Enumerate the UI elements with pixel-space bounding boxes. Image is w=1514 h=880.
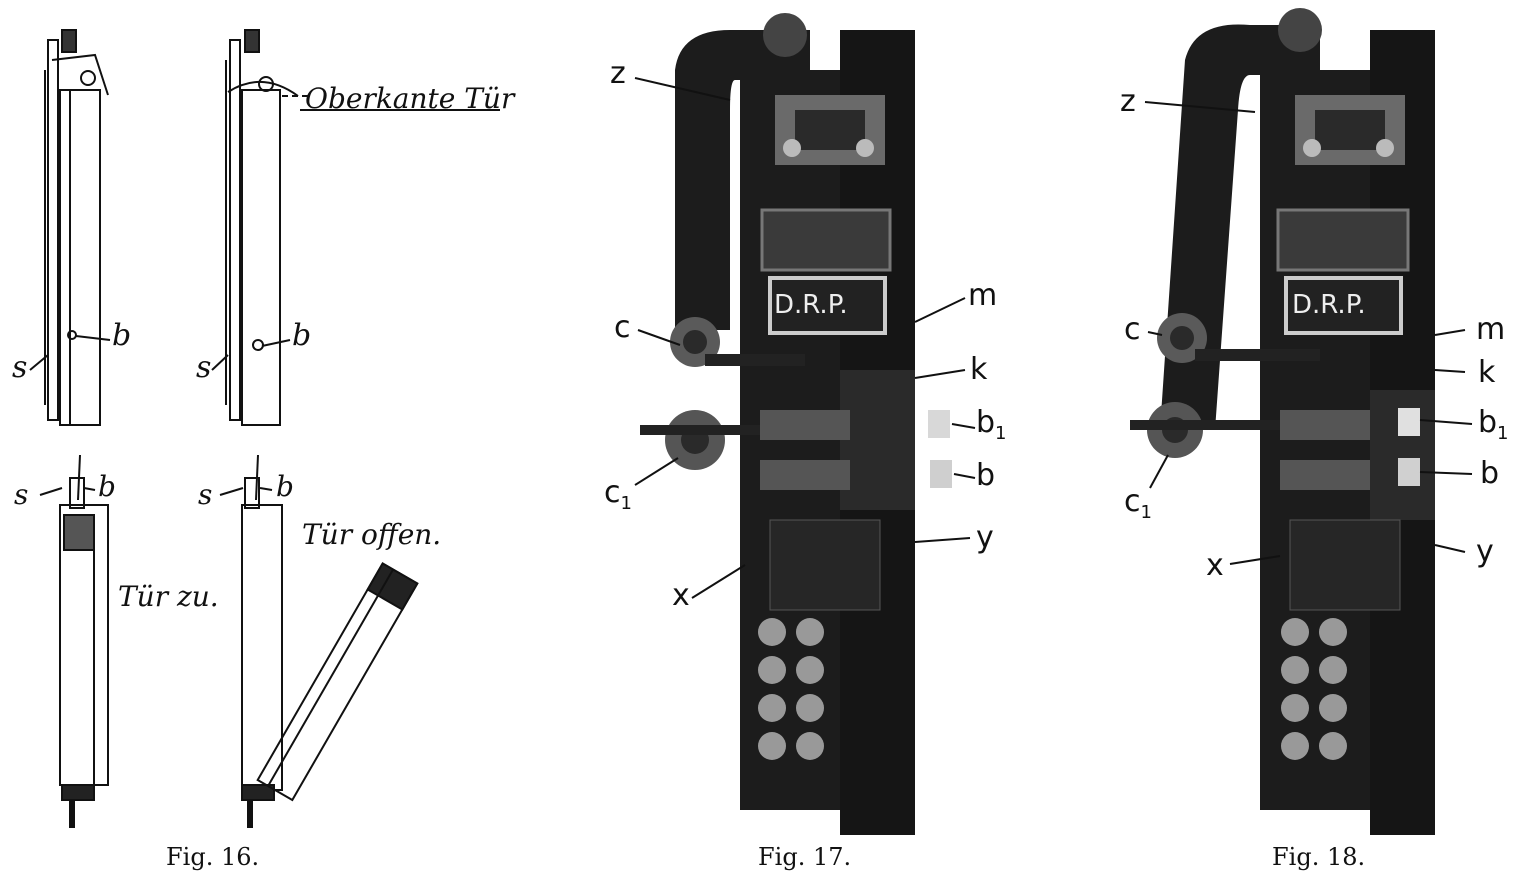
fig17-caption: Fig. 17. xyxy=(758,843,852,871)
fig17-label-b1: b1 xyxy=(976,405,1007,444)
fig18-label-x: x xyxy=(1206,548,1224,583)
label-b-bottom-right: b xyxy=(276,470,294,503)
fig18-label-m: m xyxy=(1476,312,1506,347)
fig18-label-z: z xyxy=(1120,84,1136,119)
label-tuer-zu: Tür zu. xyxy=(118,580,219,613)
fig17-label-k: k xyxy=(970,352,988,387)
fig17-nameplate: D.R.P. xyxy=(774,290,848,320)
fig18-label-b1: b1 xyxy=(1478,405,1509,444)
fig17-leader-lines xyxy=(634,77,976,599)
label-oberkante-tuer: Oberkante Tür xyxy=(305,82,515,115)
label-b-top-left: b xyxy=(112,318,132,353)
fig16-caption: Fig. 16. xyxy=(166,843,260,871)
fig17-arm xyxy=(675,13,810,330)
fig17-label-c: c xyxy=(614,310,631,345)
fig18-terminals xyxy=(1281,618,1347,760)
fig17-terminals xyxy=(758,618,824,760)
label-s-top-left: s xyxy=(12,350,28,385)
fig17-label-c1: c1 xyxy=(604,475,632,514)
fig16-door-closed-top-view xyxy=(59,454,109,828)
label-b-top-right: b xyxy=(292,318,312,353)
fig16-door-open-side-view xyxy=(225,29,500,426)
fig18-nameplate: D.R.P. xyxy=(1292,290,1366,320)
fig17-rollers xyxy=(640,317,805,470)
fig18-label-c1: c1 xyxy=(1124,484,1152,523)
fig17-label-y: y xyxy=(976,520,994,555)
label-s-bottom-left: s xyxy=(14,478,29,511)
label-s-top-right: s xyxy=(196,350,212,385)
fig18-rollers xyxy=(1130,313,1320,458)
fig18-label-y: y xyxy=(1476,534,1494,569)
fig17-device xyxy=(634,13,976,835)
fig16-door-open-top-view xyxy=(241,454,419,828)
fig17-label-b: b xyxy=(976,458,996,493)
fig16-door-closed-side-view xyxy=(44,29,109,426)
label-b-bottom-left: b xyxy=(98,470,116,503)
fig18-caption: Fig. 18. xyxy=(1272,843,1366,871)
fig18-label-k: k xyxy=(1478,355,1496,390)
fig18-label-c: c xyxy=(1124,312,1141,347)
fig18-label-b: b xyxy=(1480,456,1500,491)
fig17-label-z: z xyxy=(610,56,626,91)
fig17-label-m: m xyxy=(968,278,998,313)
fig17-body xyxy=(740,30,952,835)
label-tuer-offen: Tür offen. xyxy=(302,518,442,551)
fig16-drawing xyxy=(29,29,500,828)
fig17-label-x: x xyxy=(672,578,690,613)
label-s-bottom-right: s xyxy=(198,478,213,511)
fig18-leader-lines xyxy=(1144,101,1473,565)
fig18-device xyxy=(1130,8,1473,835)
fig18-body xyxy=(1260,30,1435,835)
